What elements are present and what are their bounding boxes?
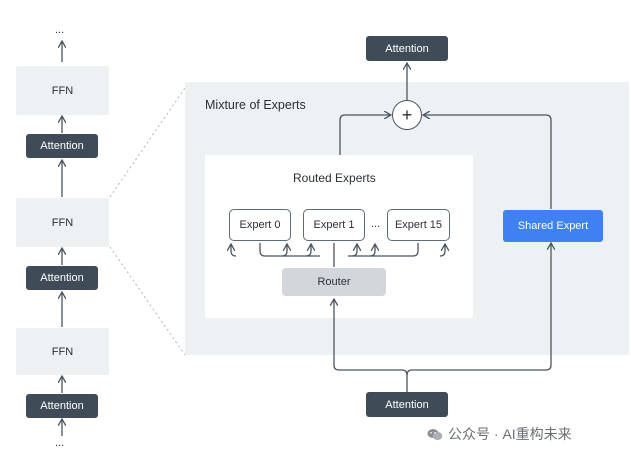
- wechat-icon: [427, 428, 443, 440]
- ffn-block-top: FFN: [16, 66, 109, 115]
- attention-block-middle: Attention: [26, 266, 98, 290]
- moe-title: Mixture of Experts: [205, 98, 306, 112]
- watermark-text: 公众号 · AI重构未来: [448, 426, 572, 442]
- moe-top-attention: Attention: [366, 36, 448, 61]
- stack-bottom-ellipsis: ...: [55, 437, 65, 449]
- routed-experts-title: Routed Experts: [293, 171, 376, 185]
- expert-15: Expert 15: [387, 209, 450, 241]
- shared-expert: Shared Expert: [503, 210, 603, 242]
- router: Router: [282, 268, 386, 296]
- ffn-block-middle: FFN: [16, 198, 109, 247]
- expert-1: Expert 1: [303, 209, 365, 241]
- watermark: 公众号 · AI重构未来: [427, 424, 572, 444]
- stack-top-ellipsis: ...: [55, 24, 65, 36]
- expert-0: Expert 0: [229, 209, 291, 241]
- attention-block-bottom: Attention: [26, 394, 98, 418]
- sum-node: +: [392, 100, 422, 130]
- attention-block-top: Attention: [26, 134, 98, 158]
- experts-ellipsis: ...: [371, 218, 381, 230]
- ffn-block-bottom: FFN: [16, 328, 109, 375]
- moe-bottom-attention: Attention: [366, 392, 448, 417]
